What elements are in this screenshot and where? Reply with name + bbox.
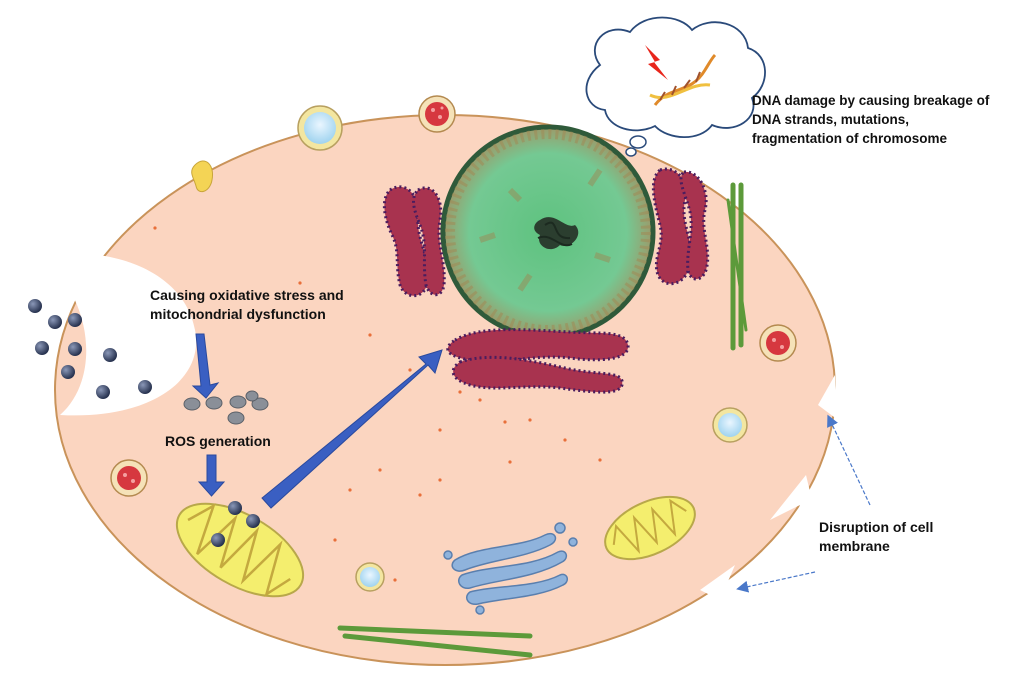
endoplasmic-reticulum-left — [382, 185, 446, 298]
thought-bubble — [585, 16, 766, 157]
arrow-membrane-lower — [736, 571, 816, 593]
dna-helix-icon — [649, 53, 717, 106]
membrane-tear — [770, 475, 812, 545]
arrow-down-to-ros — [191, 333, 220, 399]
arrow-down-to-mitochondria — [197, 454, 226, 497]
label-membrane-disruption: Disruption of cell membrane — [819, 518, 933, 556]
membrane-tear — [818, 375, 838, 420]
ros-molecules — [183, 390, 269, 425]
lysosome — [759, 324, 797, 362]
label-dna-line3: fragmentation of chromosome — [752, 131, 948, 146]
vacuole — [712, 407, 748, 443]
label-membrane-line2: membrane — [819, 538, 890, 554]
vacuole — [355, 562, 385, 592]
cell — [40, 114, 838, 666]
lysosome — [418, 95, 456, 133]
endoplasmic-reticulum-bottom — [446, 328, 630, 394]
vacuole — [297, 105, 343, 151]
endocytic-pocket — [40, 253, 197, 416]
label-oxidative-line1: Causing oxidative stress and — [150, 287, 344, 303]
label-dna-damage: DNA damage by causing breakage of DNA st… — [752, 91, 989, 148]
lightning-icon — [645, 45, 668, 80]
cytoskeleton-filament — [337, 182, 748, 658]
arrow-membrane-upper — [827, 414, 871, 506]
nucleus — [440, 124, 656, 340]
label-dna-line1: DNA damage by causing breakage of — [752, 93, 990, 108]
label-oxidative-stress: Causing oxidative stress and mitochondri… — [150, 286, 344, 324]
mitochondrion-right — [604, 495, 696, 561]
nanoparticles — [28, 299, 260, 547]
endoplasmic-reticulum-right — [651, 167, 710, 286]
cytoplasm-dots — [153, 226, 602, 582]
lysosome — [110, 459, 148, 497]
label-membrane-line1: Disruption of cell — [819, 519, 934, 535]
chromatin — [534, 217, 579, 250]
arrow-to-nucleus — [261, 349, 443, 509]
golgi-apparatus — [443, 522, 578, 615]
arrows — [191, 333, 871, 593]
label-oxidative-line2: mitochondrial dysfunction — [150, 306, 326, 322]
label-dna-line2: DNA strands, mutations, — [752, 112, 910, 127]
label-ros-generation: ROS generation — [165, 433, 271, 449]
peroxisome — [191, 160, 214, 193]
membrane-tear — [700, 565, 735, 600]
